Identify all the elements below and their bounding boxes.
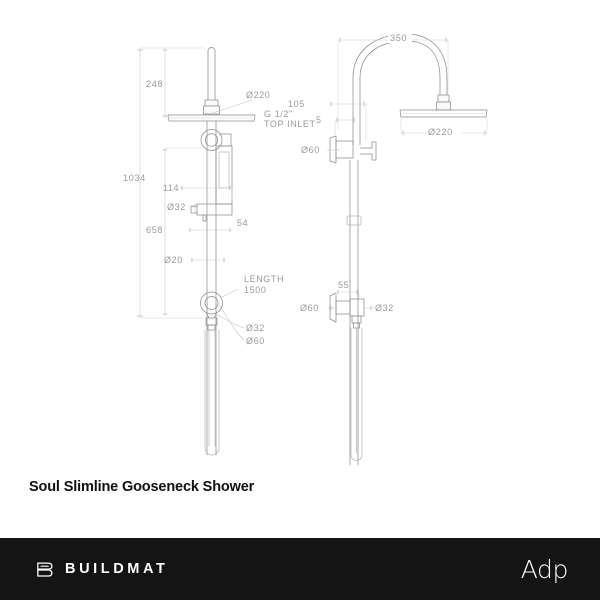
note-label-length-value: 1500: [244, 285, 266, 295]
side-elevation-view: 350 105 5: [288, 31, 488, 466]
dim-label-holder-32: Ø32: [246, 323, 265, 333]
dim-label-54: 54: [237, 218, 248, 228]
dim-lower-body-32: Ø32: [364, 303, 394, 313]
footer-bar: BUILDMAT Adp: [0, 538, 600, 600]
adp-logo[interactable]: Adp: [520, 554, 569, 584]
dim-label-lower-60: Ø60: [300, 303, 319, 313]
dim-rail-658: 658: [146, 147, 202, 316]
dim-label-20: Ø20: [164, 255, 183, 265]
buildmat-logo[interactable]: BUILDMAT: [36, 561, 168, 578]
note-hose-length: LENGTH 1500: [221, 274, 284, 298]
technical-drawing-svg: 1034 248 658: [123, 31, 488, 466]
dim-head-220-side: Ø220: [400, 117, 488, 137]
front-top-riser-pipe: [207, 47, 216, 101]
front-outlet-elbow: [190, 203, 233, 222]
dim-overall-1034: 1034: [123, 47, 205, 319]
note-top-inlet: G 1/2" TOP INLET: [264, 109, 316, 129]
side-top-wall-flange: [329, 135, 354, 164]
dim-label-valve-32: Ø32: [167, 202, 186, 212]
dim-label-248: 248: [146, 79, 163, 89]
dim-rise-105: 105: [288, 99, 367, 140]
dim-label-105: 105: [288, 99, 305, 109]
dim-label-head-220: Ø220: [246, 90, 270, 100]
dim-offset-5: 5: [316, 115, 356, 136]
side-lower-outlet: [351, 315, 362, 329]
dim-label-lower-32: Ø32: [375, 303, 394, 313]
technical-drawing-canvas: 1034 248 658: [123, 31, 488, 466]
dim-top-flange-60: Ø60: [301, 145, 340, 155]
dim-riser-dia-20: Ø20: [164, 255, 226, 265]
dim-arm-114: 114: [163, 183, 233, 200]
side-head-connector: [436, 94, 451, 111]
front-holder-ring: [200, 291, 223, 319]
buildmat-b-mark-icon: [37, 562, 53, 577]
leader-holder-dias: Ø32 Ø60: [215, 304, 265, 346]
dim-label-5: 5: [316, 115, 322, 125]
dim-label-holder-60: Ø60: [246, 336, 265, 346]
dim-label-220-side: Ø220: [428, 127, 453, 137]
dim-label-114: 114: [163, 183, 179, 193]
dim-valve-dia-32: Ø32: [167, 202, 198, 212]
side-slider-block: [346, 215, 362, 226]
dim-bracket-offset-55: 55: [335, 280, 360, 299]
page-title: Soul Slimline Gooseneck Shower: [29, 479, 255, 495]
front-hose-nut: [205, 317, 218, 331]
buildmat-wordmark: BUILDMAT: [65, 560, 169, 577]
dim-head-drop-248: 248: [146, 48, 205, 119]
note-label-position: TOP INLET: [264, 119, 316, 129]
dim-label-top-60: Ø60: [301, 145, 320, 155]
dim-reach-350: 350: [337, 31, 449, 130]
front-mixer-body: [215, 145, 233, 205]
front-flexible-hose: [204, 329, 220, 456]
note-label-length: LENGTH: [244, 274, 284, 284]
dim-label-1034: 1034: [123, 173, 146, 183]
dim-label-55: 55: [338, 280, 349, 290]
dim-label-350: 350: [390, 33, 407, 43]
dim-rail-offset-54: 54: [188, 218, 248, 233]
front-arm-connector: [203, 99, 220, 115]
side-diverter-handle: [359, 141, 377, 161]
note-label-thread: G 1/2": [264, 109, 293, 119]
side-flexible-hose: [350, 327, 363, 461]
side-shower-head: [399, 109, 488, 118]
front-elevation-view: 1034 248 658: [123, 47, 316, 456]
dim-lower-flange-60: Ø60: [300, 303, 338, 313]
dim-label-658: 658: [146, 225, 163, 235]
leader-head-dia-220: Ø220: [212, 90, 270, 114]
